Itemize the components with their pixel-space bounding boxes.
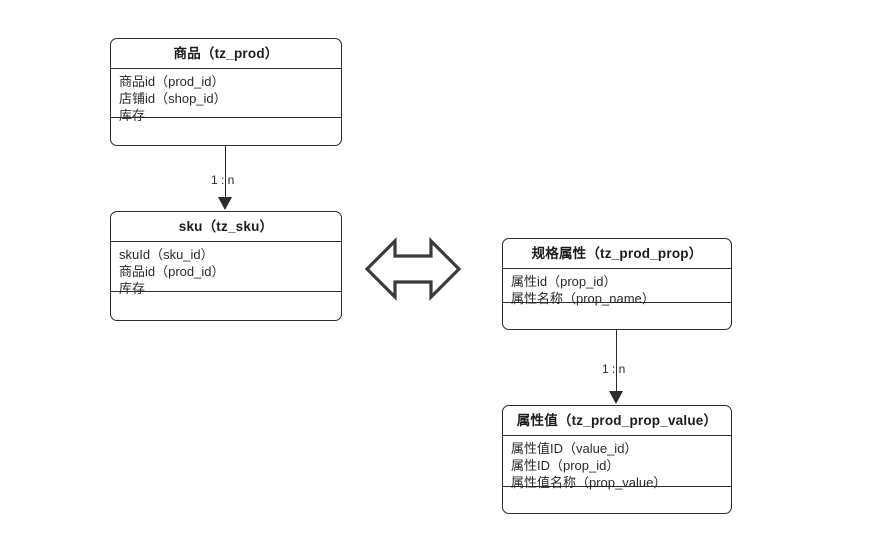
entity-attribute: 商品id（prod_id） bbox=[119, 74, 225, 89]
entity-attribute: 属性名称（prop_name） bbox=[511, 291, 655, 306]
entity-attribute: 商品id（prod_id） bbox=[119, 264, 225, 279]
entity-attribute: 店铺id（shop_id） bbox=[119, 91, 227, 106]
entity-attribute: skuId（sku_id） bbox=[119, 247, 214, 262]
entity-attribute: 属性id（prop_id） bbox=[511, 274, 617, 289]
entity-title: 属性值（tz_prod_prop_value） bbox=[503, 406, 731, 436]
entity-tz-prod-prop-value[interactable]: 属性值（tz_prod_prop_value） 属性值ID（value_id） … bbox=[502, 405, 732, 514]
connector-prod-to-sku-arrowhead bbox=[218, 197, 232, 210]
entity-attributes: 属性值ID（value_id） 属性ID（prop_id） 属性值名称（prop… bbox=[503, 436, 731, 490]
connector-prod-to-sku-label: 1 : n bbox=[211, 173, 235, 187]
entity-attributes: 属性id（prop_id） 属性名称（prop_name） bbox=[503, 269, 731, 306]
entity-attribute: 属性ID（prop_id） bbox=[511, 458, 620, 473]
connector-prop-to-value-label: 1 : n bbox=[602, 362, 626, 376]
entity-tz-sku[interactable]: sku（tz_sku） skuId（sku_id） 商品id（prod_id） … bbox=[110, 211, 342, 321]
entity-attribute: 库存 bbox=[119, 281, 146, 296]
double-headed-arrow-icon bbox=[365, 237, 461, 301]
entity-attributes: skuId（sku_id） 商品id（prod_id） 库存 bbox=[111, 242, 341, 296]
connector-prop-to-value-line bbox=[616, 330, 617, 392]
entity-tz-prod[interactable]: 商品（tz_prod） 商品id（prod_id） 店铺id（shop_id） … bbox=[110, 38, 342, 146]
entity-attribute: 库存 bbox=[119, 108, 146, 123]
entity-attribute: 属性值名称（prop_value） bbox=[511, 475, 667, 490]
entity-title: 商品（tz_prod） bbox=[111, 39, 341, 69]
entity-tz-prod-prop[interactable]: 规格属性（tz_prod_prop） 属性id（prop_id） 属性名称（pr… bbox=[502, 238, 732, 330]
entity-methods bbox=[111, 292, 341, 318]
entity-title: 规格属性（tz_prod_prop） bbox=[503, 239, 731, 269]
entity-methods bbox=[111, 118, 341, 143]
entity-title: sku（tz_sku） bbox=[111, 212, 341, 242]
entity-attributes: 商品id（prod_id） 店铺id（shop_id） 库存 bbox=[111, 69, 341, 123]
connector-prod-to-sku-line bbox=[225, 146, 226, 198]
entity-attribute: 属性值ID（value_id） bbox=[511, 441, 638, 456]
connector-prop-to-value-arrowhead bbox=[609, 391, 623, 404]
